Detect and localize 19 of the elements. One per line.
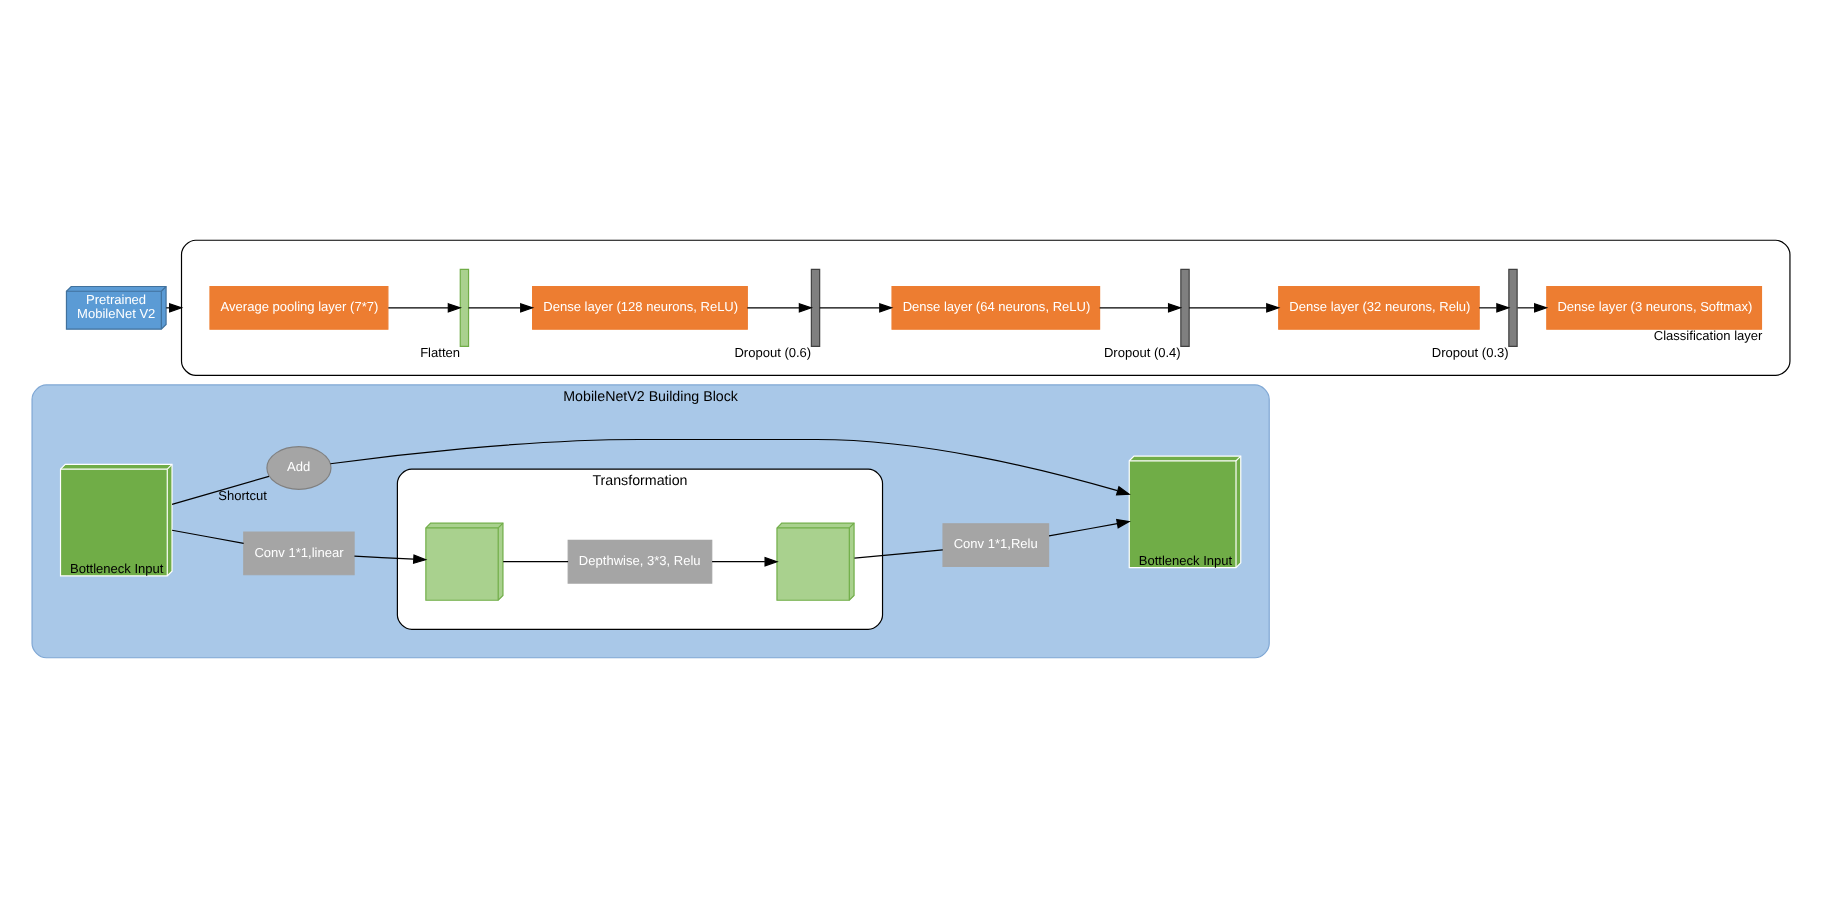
node-bar xyxy=(810,268,821,347)
connector xyxy=(171,529,245,544)
node-bar xyxy=(459,268,470,347)
arrow xyxy=(1048,518,1131,537)
arrow xyxy=(468,302,535,313)
connector xyxy=(171,475,270,505)
arrow xyxy=(819,302,894,313)
arrow xyxy=(353,554,428,565)
arrow xyxy=(1188,302,1281,313)
arrow xyxy=(387,302,462,313)
cluster xyxy=(180,239,1791,377)
node-bar xyxy=(1508,268,1518,347)
arrow xyxy=(711,556,779,567)
node-bar xyxy=(1180,268,1190,347)
connector xyxy=(853,549,944,559)
arrow xyxy=(746,302,813,313)
arrow xyxy=(1099,302,1183,313)
arrow xyxy=(329,438,1131,496)
connector xyxy=(502,561,569,563)
